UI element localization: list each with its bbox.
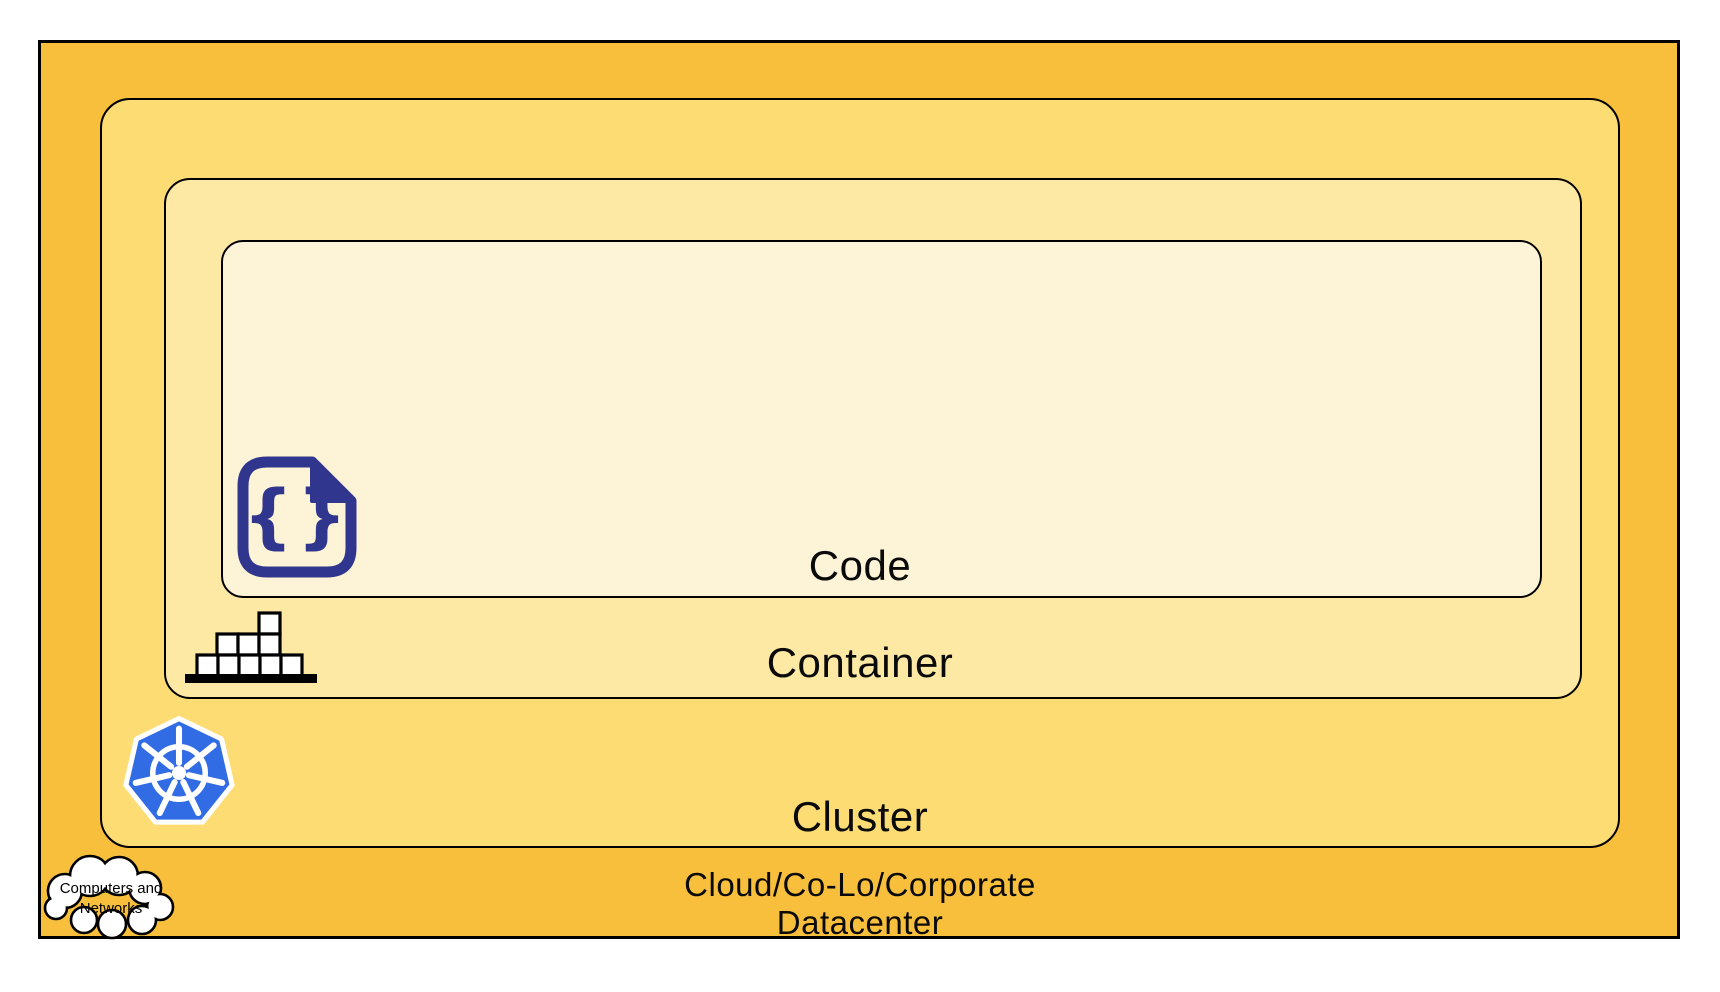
kubernetes-icon [123,716,235,825]
label-datacenter: Cloud/Co-Lo/Corporate Datacenter [0,866,1720,942]
label-cluster: Cluster [791,793,929,840]
svg-text:{}: {} [243,475,351,557]
label-code: Code [808,542,912,589]
layer-box-code [221,240,1542,598]
cloud-text-line2: Networks [80,900,143,917]
code-file-icon: {} [237,456,357,578]
label-container: Container [766,639,954,686]
label-datacenter-line2: Datacenter [776,904,944,941]
container-stack-icon [185,611,317,683]
cloud-text-line1: Computers and [60,880,163,897]
cloud-shape: Computers and Networks [43,854,175,940]
label-datacenter-line1: Cloud/Co-Lo/Corporate [684,866,1036,903]
